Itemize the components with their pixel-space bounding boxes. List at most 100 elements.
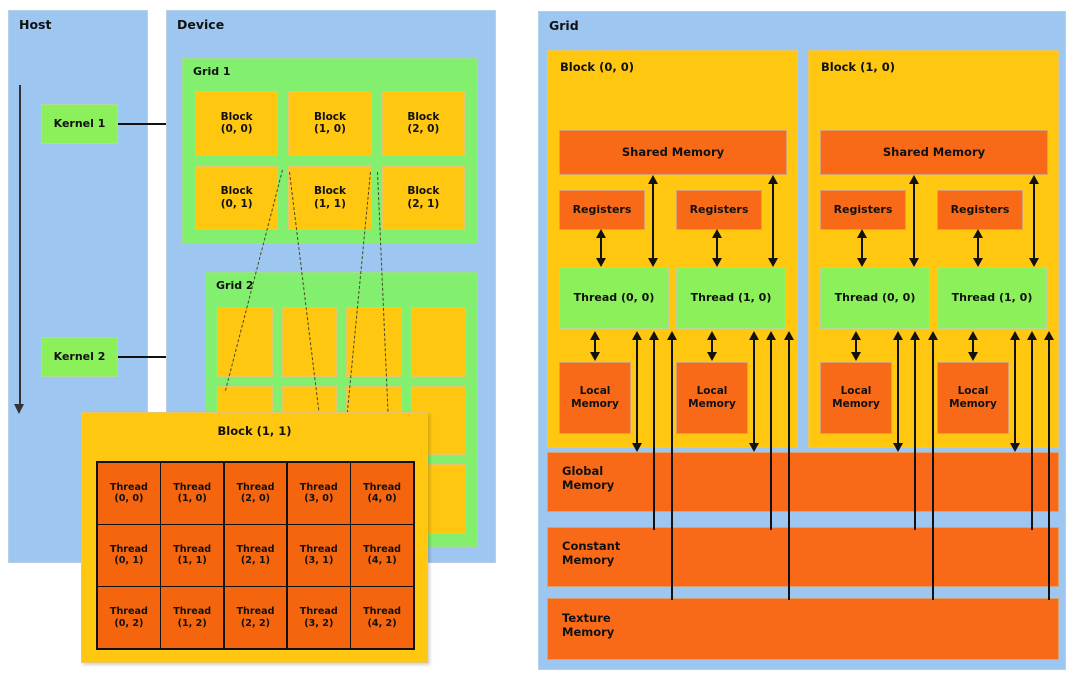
thread-label: Thread (1, 0) (951, 291, 1033, 305)
arrowhead-down (749, 443, 759, 452)
thread-cell[interactable]: Thread (1, 2) (161, 587, 224, 648)
registers-b00-t1[interactable]: Registers (676, 190, 762, 230)
thread-cell[interactable]: Thread (0, 1) (98, 525, 160, 586)
arrowhead-down (590, 352, 600, 361)
shared-memory-block-0-0[interactable]: Shared Memory (559, 130, 787, 175)
local-memory-label: Local Memory (832, 385, 880, 410)
grid2-block[interactable] (217, 307, 273, 377)
thread-cell[interactable]: Thread (2, 1) (224, 525, 287, 586)
thread-cell[interactable]: Thread (3, 2) (287, 587, 350, 648)
shared-memory-label: Shared Memory (882, 144, 986, 159)
block-1-1-thread-grid: Thread (0, 0) Thread (1, 0) Thread (2, 0… (96, 461, 415, 650)
thread-b10-t0[interactable]: Thread (0, 0) (820, 267, 930, 329)
grid2-block[interactable] (410, 307, 466, 377)
registers-b10-t0[interactable]: Registers (820, 190, 906, 230)
thread-cell[interactable]: Thread (1, 0) (161, 463, 224, 524)
grid1-block-1-0[interactable]: Block (1, 0) (288, 91, 372, 156)
local-memory-b00-t0[interactable]: Local Memory (559, 362, 631, 434)
grid1-block-2-0[interactable]: Block (2, 0) (381, 91, 465, 156)
arrowhead-up (909, 175, 919, 184)
arrowhead-up (1029, 175, 1039, 184)
arrow-thread-global-b00-t0 (636, 338, 638, 450)
registers-label: Registers (689, 203, 749, 217)
arrowhead-down (857, 258, 867, 267)
arrowhead-down (707, 352, 717, 361)
thread-cell[interactable]: Thread (3, 1) (287, 525, 350, 586)
arrow-thread-global-b00-t1 (753, 338, 755, 450)
shared-memory-block-1-0[interactable]: Shared Memory (820, 130, 1048, 175)
registers-b10-t1[interactable]: Registers (937, 190, 1023, 230)
global-memory-bar[interactable]: Global Memory (547, 452, 1059, 512)
arrow-thread-constant-b00-t1 (770, 338, 772, 530)
arrowhead-down (1029, 258, 1039, 267)
arrow-thread-constant-b10-t0 (914, 338, 916, 530)
kernel-1-arrow-shaft (118, 123, 170, 125)
grid1-block-2-1[interactable]: Block (2, 1) (381, 165, 465, 230)
arrowhead-down (909, 258, 919, 267)
thread-cell[interactable]: Thread (2, 0) (224, 463, 287, 524)
arrow-shared-thread-b00-t0 (652, 182, 654, 262)
local-memory-label: Local Memory (571, 385, 619, 410)
kernel-1-box[interactable]: Kernel 1 (41, 104, 118, 144)
arrowhead-up (910, 331, 920, 340)
grid-1-block-grid: Block (0, 0) Block (1, 0) Block (2, 0) B… (195, 91, 465, 230)
texture-memory-bar[interactable]: Texture Memory (547, 598, 1059, 660)
local-memory-b10-t1[interactable]: Local Memory (937, 362, 1009, 434)
local-memory-b00-t1[interactable]: Local Memory (676, 362, 748, 434)
constant-memory-label: Constant Memory (562, 539, 621, 567)
arrowhead-down (968, 352, 978, 361)
arrowhead-up (928, 331, 938, 340)
thread-cell[interactable]: Thread (4, 0) (351, 463, 413, 524)
arrow-thread-local-b10-t1 (972, 338, 974, 356)
local-memory-b10-t0[interactable]: Local Memory (820, 362, 892, 434)
thread-cell[interactable]: Thread (4, 1) (351, 525, 413, 586)
local-memory-label: Local Memory (949, 385, 997, 410)
local-memory-label: Local Memory (688, 385, 736, 410)
arrowhead-up (973, 229, 983, 238)
thread-cell[interactable]: Thread (4, 2) (351, 587, 413, 648)
arrow-shared-thread-b10-t1 (1033, 182, 1035, 262)
thread-cell[interactable]: Thread (2, 2) (224, 587, 287, 648)
thread-b00-t1[interactable]: Thread (1, 0) (676, 267, 786, 329)
grid-1-label: Grid 1 (193, 65, 231, 78)
arrow-thread-local-b10-t0 (855, 338, 857, 356)
block-label: Block (2, 0) (407, 110, 440, 136)
grid1-block-0-1[interactable]: Block (0, 1) (195, 165, 279, 230)
grid1-block-0-0[interactable]: Block (0, 0) (195, 91, 279, 156)
arrow-shared-thread-b10-t0 (913, 182, 915, 262)
thread-b00-t0[interactable]: Thread (0, 0) (559, 267, 669, 329)
constant-memory-bar[interactable]: Constant Memory (547, 527, 1059, 587)
device-label: Device (177, 17, 225, 32)
arrow-reg-thread-b00-t1 (716, 236, 718, 262)
block-label: Block (0, 0) (220, 110, 253, 136)
arrow-thread-global-b10-t0 (897, 338, 899, 450)
arrowhead-up (766, 331, 776, 340)
thread-cell[interactable]: Thread (0, 2) (98, 587, 160, 648)
shared-memory-label: Shared Memory (621, 144, 725, 159)
arrowhead-down (973, 258, 983, 267)
registers-label: Registers (572, 203, 632, 217)
thread-b10-t1[interactable]: Thread (1, 0) (937, 267, 1047, 329)
arrowhead-up (712, 229, 722, 238)
registers-b00-t0[interactable]: Registers (559, 190, 645, 230)
texture-memory-label: Texture Memory (562, 611, 615, 639)
grid1-block-1-1[interactable]: Block (1, 1) (288, 165, 372, 230)
block-label: Block (0, 1) (220, 185, 253, 210)
thread-cell[interactable]: Thread (0, 0) (98, 463, 160, 524)
grid-2-label: Grid 2 (216, 279, 254, 292)
arrowhead-up (1044, 331, 1054, 340)
thread-cell[interactable]: Thread (3, 0) (287, 463, 350, 524)
arrowhead-up (968, 331, 978, 340)
thread-cell[interactable]: Thread (1, 1) (161, 525, 224, 586)
grid2-block[interactable] (346, 307, 402, 377)
arrow-thread-local-b00-t0 (594, 338, 596, 356)
grid2-block[interactable] (281, 307, 337, 377)
arrow-thread-texture-b00-t1 (788, 338, 790, 600)
kernel-2-label: Kernel 2 (53, 350, 106, 364)
kernel-2-box[interactable]: Kernel 2 (41, 337, 118, 377)
host-panel: Host (8, 10, 148, 563)
arrowhead-up (648, 175, 658, 184)
global-memory-label: Global Memory (562, 464, 615, 492)
arrowhead-up (749, 331, 759, 340)
registers-label: Registers (950, 203, 1010, 217)
